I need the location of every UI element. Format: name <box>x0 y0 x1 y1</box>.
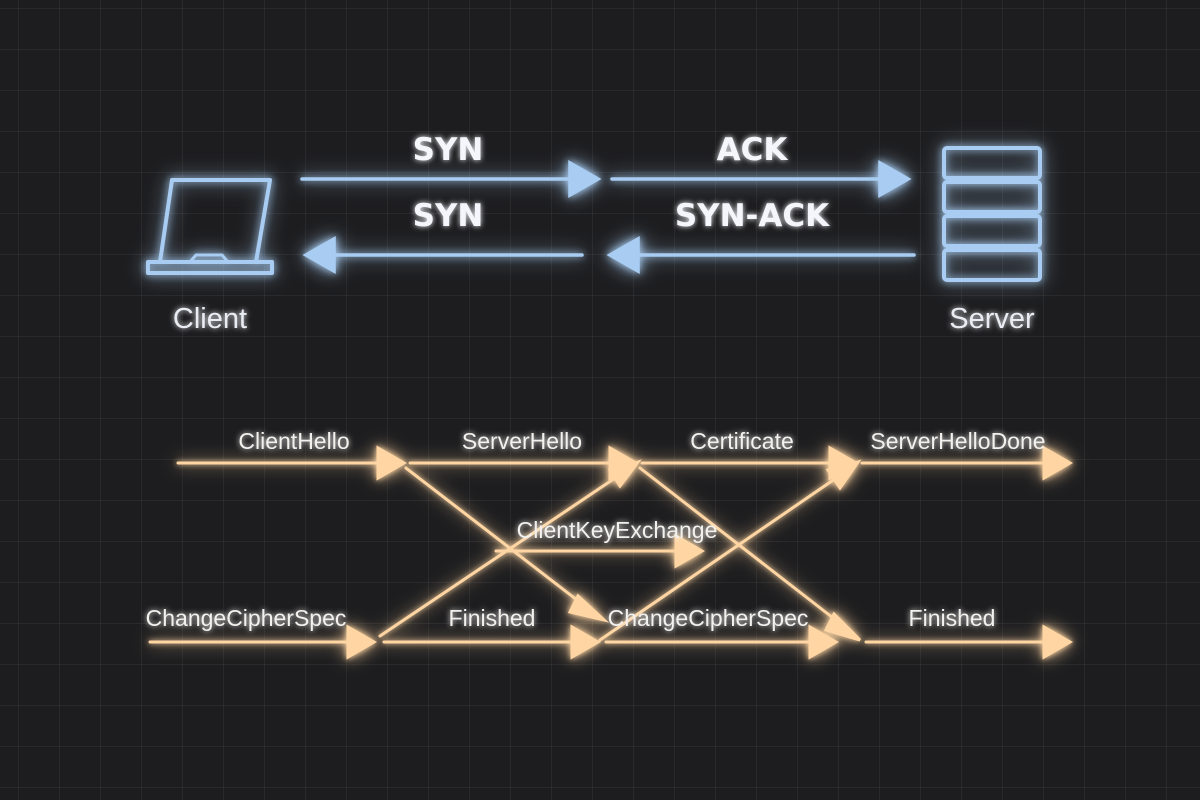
tls-diagonal-4 <box>598 459 862 642</box>
tls-arrow-finished-1 <box>382 624 602 660</box>
tls-arrow-changecipherspec-1 <box>148 624 378 660</box>
tcp-arrow-syn-right <box>300 159 602 199</box>
tls-label-serverhellodone: ServerHelloDone <box>870 428 1045 454</box>
tcp-arrow-syn-left <box>302 235 584 275</box>
tcp-label-syn-1: SYN <box>413 132 484 168</box>
tcp-label-syn-2: SYN <box>413 198 484 234</box>
tls-label-certificate: Certificate <box>690 428 794 454</box>
tls-diagonal-1 <box>404 466 610 623</box>
tls-arrow-clientkeyexchange <box>494 533 706 569</box>
tcp-label-ack: ACK <box>717 132 789 168</box>
tls-arrow-changecipherspec-2 <box>604 624 840 660</box>
tcp-arrow-synack-left <box>606 235 916 275</box>
tls-label-changecipherspec-1: ChangeCipherSpec <box>146 605 347 631</box>
server-label: Server <box>949 303 1035 335</box>
tls-diagonal-3 <box>638 466 862 642</box>
tls-label-finished-1: Finished <box>449 605 536 631</box>
tls-label-clienthello: ClientHello <box>238 428 349 454</box>
tls-arrow-clienthello <box>176 445 408 481</box>
laptop-icon <box>146 178 274 275</box>
tls-label-finished-2: Finished <box>909 605 996 631</box>
tls-arrows <box>148 445 1074 660</box>
tls-arrow-finished-2 <box>864 624 1074 660</box>
tls-diagonal-2 <box>378 459 642 638</box>
tls-arrow-serverhellodone <box>860 445 1074 481</box>
tls-label-serverhello: ServerHello <box>462 428 582 454</box>
tcp-arrows <box>300 159 916 275</box>
server-rack-icon <box>942 146 1042 282</box>
tls-label-clientkeyexchange: ClientKeyExchange <box>517 517 718 543</box>
tcp-label-syn-ack: SYN-ACK <box>675 198 830 234</box>
client-label: Client <box>173 303 247 335</box>
tls-label-changecipherspec-2: ChangeCipherSpec <box>608 605 809 631</box>
tcp-arrow-ack-right <box>610 159 912 199</box>
